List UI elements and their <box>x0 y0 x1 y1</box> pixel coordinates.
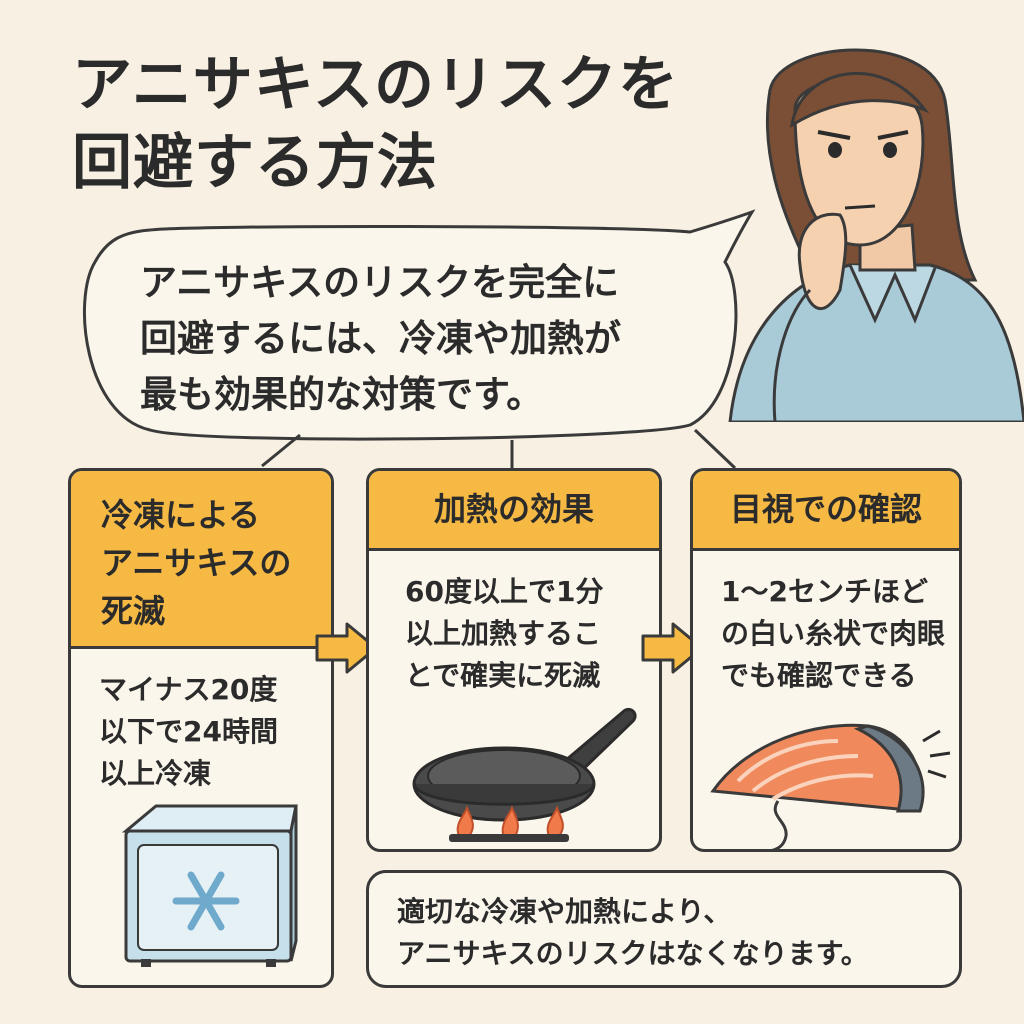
title-line-1: アニサキスのリスクを <box>72 50 679 120</box>
heating-card: 加熱の効果 60度以上で1分 以上加熱するこ とで確実に死滅 <box>366 468 662 852</box>
visual-check-card-line-1: 1〜2センチほど <box>721 575 928 608</box>
freezing-card-line-1: マイナス20度 <box>99 673 278 706</box>
page-title: アニサキスのリスクを 回避する方法 <box>72 46 679 202</box>
freezing-card-body: マイナス20度 以下で24時間 以上冷凍 <box>99 669 278 795</box>
arrow-right-icon <box>641 622 704 674</box>
salmon-fillet-icon <box>710 723 951 849</box>
speech-text: アニサキスのリスクを完全に 回避するには、冷凍や加熱が 最も効果的な対策です。 <box>140 255 621 423</box>
freezing-card-title-2: アニサキスの <box>101 544 292 582</box>
speech-bubble <box>82 209 756 470</box>
heating-card-body: 60度以上で1分 以上加熱するこ とで確実に死滅 <box>405 571 603 697</box>
speech-line-1: アニサキスのリスクを完全に <box>140 261 620 304</box>
frying-pan-icon <box>412 707 637 842</box>
summary-line-1: 適切な冷凍や加熱により、 <box>397 895 732 928</box>
title-line-2: 回避する方法 <box>72 128 438 198</box>
speech-line-2: 回避するには、冷凍や加熱が <box>140 317 621 360</box>
visual-check-card-header: 目視での確認 <box>693 471 959 551</box>
visual-check-card: 目視での確認 1〜2センチほど の白い糸状で肉眼 でも確認できる <box>690 468 962 852</box>
visual-check-card-body: 1〜2センチほど の白い糸状で肉眼 でも確認できる <box>721 571 945 697</box>
arrow-right-icon <box>315 622 378 674</box>
freezer-icon <box>121 804 298 967</box>
speech-line-3: 最も効果的な対策です。 <box>140 373 544 416</box>
visual-check-card-line-3: でも確認できる <box>721 659 917 692</box>
summary-line-2: アニサキスのリスクはなくなります。 <box>397 937 869 970</box>
freezing-card-line-2: 以下で24時間 <box>99 715 278 748</box>
freezing-card-title-3: 死滅 <box>101 592 166 630</box>
heating-card-line-2: 以上加熱するこ <box>405 617 602 650</box>
thinking-woman-illustration <box>728 48 1024 422</box>
heating-card-title: 加熱の効果 <box>433 490 594 528</box>
freezing-card-header: 冷凍による アニサキスの 死滅 <box>71 471 331 649</box>
visual-check-card-title: 目視での確認 <box>729 490 922 528</box>
heating-card-header: 加熱の効果 <box>369 471 659 551</box>
heating-card-line-1: 60度以上で1分 <box>405 575 604 608</box>
freezing-card-title-1: 冷凍による <box>101 496 261 534</box>
heating-card-line-3: とで確実に死滅 <box>405 659 601 692</box>
freezing-card: 冷凍による アニサキスの 死滅 マイナス20度 以下で24時間 以上冷凍 <box>68 468 334 988</box>
freezing-card-line-3: 以上冷凍 <box>99 757 212 790</box>
visual-check-card-line-2: の白い糸状で肉眼 <box>721 617 946 650</box>
summary-box: 適切な冷凍や加熱により、 アニサキスのリスクはなくなります。 <box>366 870 962 988</box>
